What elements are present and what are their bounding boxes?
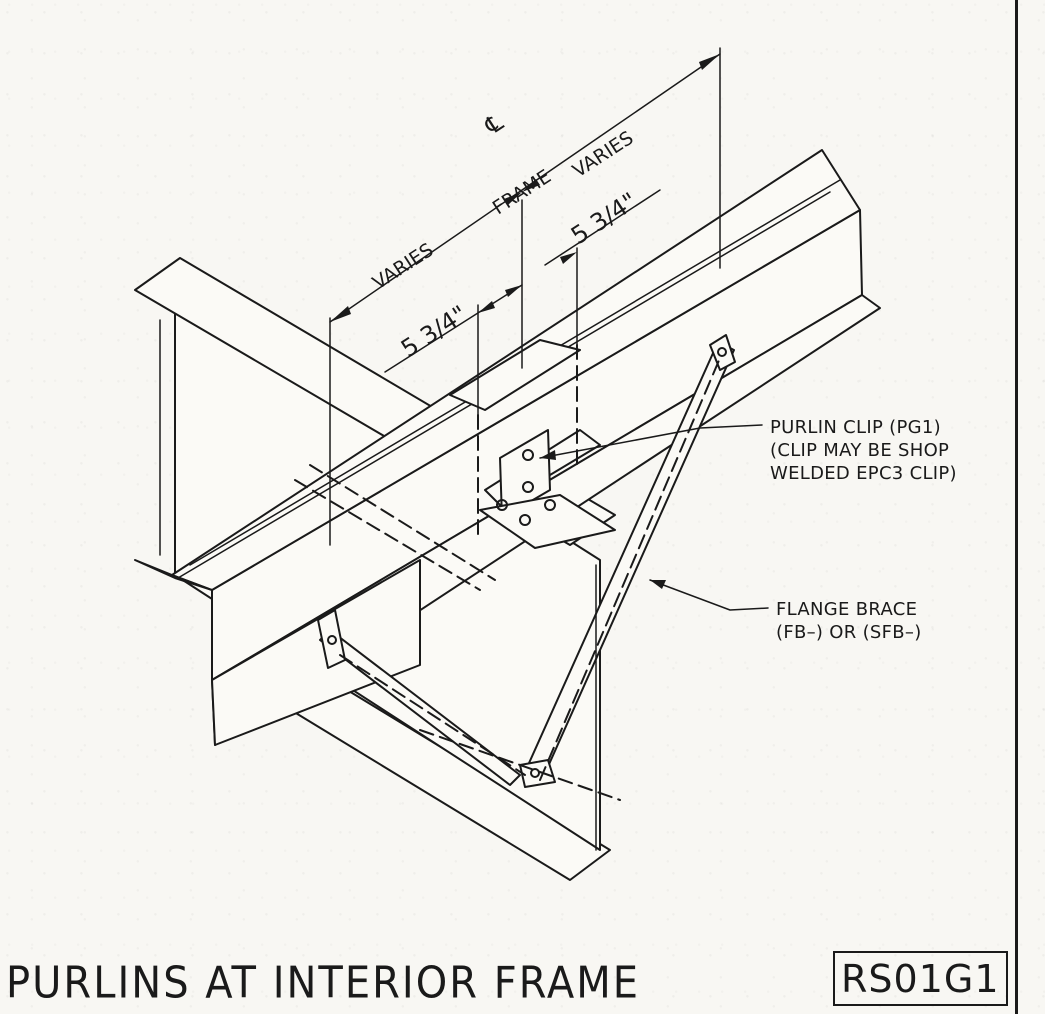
purlin-clip-plate xyxy=(499,429,551,519)
drawing-title: PURLINS AT INTERIOR FRAME xyxy=(6,958,641,1009)
arrowhead-icon xyxy=(330,306,351,322)
dimension-line-offset-right xyxy=(544,189,661,266)
hidden-brace-line xyxy=(419,729,621,801)
leader-line-purlin-clip xyxy=(539,424,763,459)
rafter-web-front xyxy=(211,559,421,746)
centerline-symbol: ℄ xyxy=(479,108,509,141)
flange-brace-clip-bottom xyxy=(519,759,556,788)
bolt-icon xyxy=(519,514,531,526)
callout-flange-brace: FLANGE BRACE (FB–) OR (SFB–) xyxy=(776,599,922,643)
bolt-icon xyxy=(522,481,534,493)
hidden-frame-line xyxy=(309,464,496,581)
bolt-icon xyxy=(327,635,337,645)
arrowhead-icon xyxy=(540,450,556,460)
hidden-frame-line xyxy=(294,479,481,591)
flange-brace-clip-left xyxy=(317,609,346,669)
leader-line-flange-brace xyxy=(649,579,769,611)
bolt-icon xyxy=(522,449,534,461)
arrowhead-icon xyxy=(699,54,720,70)
callout-purlin-clip: PURLIN CLIP (PG1) (CLIP MAY BE SHOP WELD… xyxy=(770,417,957,484)
bolt-icon xyxy=(530,768,540,778)
dim-label-offset-left: 5 3/4" xyxy=(396,300,472,363)
dim-label-varies-left: VARIES xyxy=(369,239,438,294)
dim-label-offset-right: 5 3/4" xyxy=(566,187,642,250)
bolt-icon xyxy=(544,499,556,511)
arrowhead-icon xyxy=(560,252,577,264)
arrowhead-icon xyxy=(522,179,540,192)
bolt-icon xyxy=(717,347,727,357)
purlin-top-lip xyxy=(134,559,213,591)
arrowhead-icon xyxy=(504,192,522,205)
hidden-brace-line xyxy=(339,654,526,776)
hidden-brace-line xyxy=(539,357,721,781)
purlin-clip-base xyxy=(479,494,616,549)
flange-brace-clip-top xyxy=(709,334,736,371)
dimension-line-varies xyxy=(329,53,721,323)
dimension-line-offset-left xyxy=(384,284,523,373)
arrowhead-icon xyxy=(505,285,522,297)
arrowhead-icon xyxy=(478,301,495,313)
purlin-splice-patch xyxy=(449,339,581,411)
bolt-icon xyxy=(496,499,508,511)
detail-code-box: RS01G1 xyxy=(833,951,1008,1006)
sheet-border-line xyxy=(1015,0,1018,1014)
arrowhead-icon xyxy=(650,580,666,589)
